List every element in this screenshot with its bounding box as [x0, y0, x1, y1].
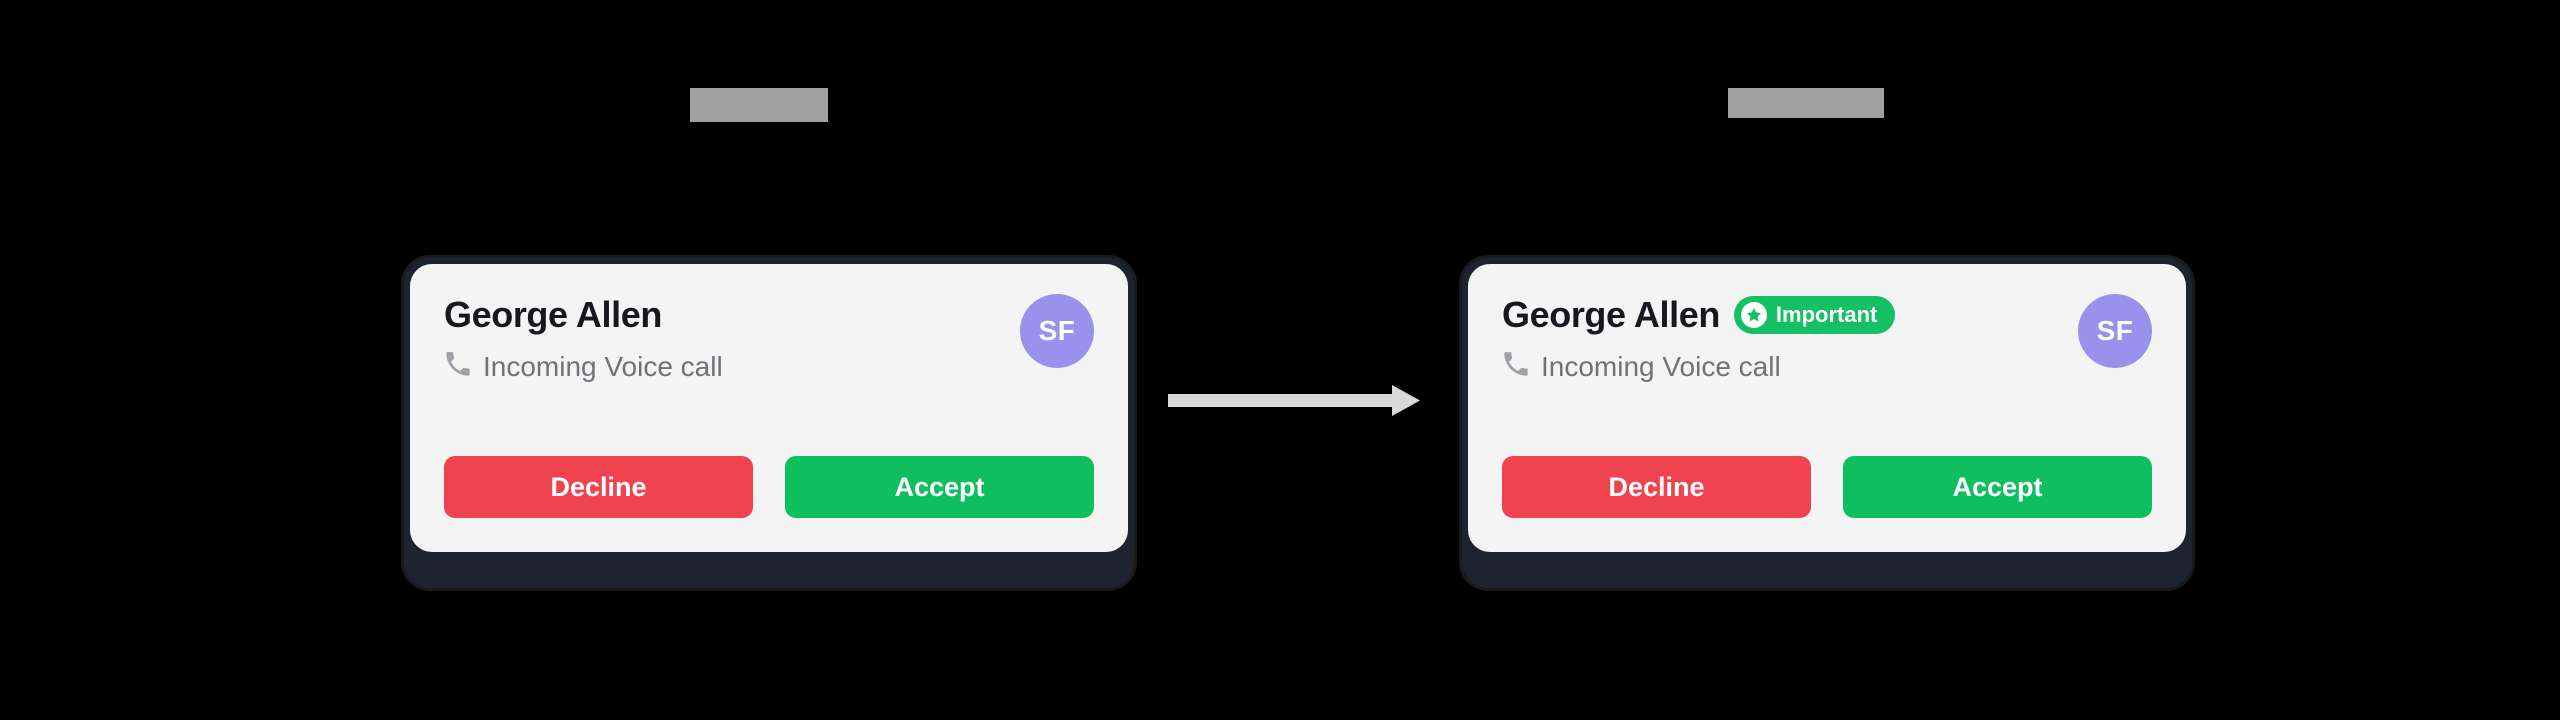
call-notification: George Allen Incoming Voice call SF Decl [410, 264, 1128, 552]
phone-incoming-icon [444, 350, 472, 383]
status-badge: Important [1733, 296, 1896, 334]
card-header-text: George Allen Important [1502, 292, 1896, 383]
accept-button[interactable]: Accept [785, 456, 1094, 518]
call-status-text: Incoming Voice call [1541, 350, 1781, 382]
subtitle-row: Incoming Voice call [444, 350, 723, 383]
subtitle-row: Incoming Voice call [1502, 350, 1895, 383]
avatar: SF [2078, 294, 2152, 368]
decline-button[interactable]: Decline [1502, 456, 1811, 518]
card-header: George Allen Incoming Voice call SF [444, 292, 1094, 383]
phone-incoming-icon [1502, 350, 1530, 383]
star-badge-icon [1740, 302, 1767, 328]
title-row: George Allen [444, 292, 723, 338]
header-label-right-obscured [1728, 88, 1884, 118]
card-header-text: George Allen Incoming Voice call [444, 292, 723, 383]
decline-button[interactable]: Decline [444, 456, 753, 518]
header-label-left-obscured [690, 88, 828, 122]
avatar: SF [1020, 294, 1094, 368]
status-badge-label: Important [1775, 302, 1878, 327]
notification-card-default: George Allen Incoming Voice call SF Decl [404, 258, 1134, 588]
card-actions: Decline Accept [1502, 456, 2152, 518]
call-notification: George Allen Important [1468, 264, 2186, 552]
card-header: George Allen Important [1502, 292, 2152, 383]
call-status-text: Incoming Voice call [483, 350, 723, 382]
notification-card-with-badge: George Allen Important [1462, 258, 2192, 588]
card-actions: Decline Accept [444, 456, 1094, 518]
arrow-right-icon [1168, 383, 1424, 417]
accept-button[interactable]: Accept [1843, 456, 2152, 518]
contact-name: George Allen [444, 294, 662, 335]
contact-name: George Allen [1502, 294, 1720, 335]
title-row: George Allen Important [1502, 292, 1896, 338]
